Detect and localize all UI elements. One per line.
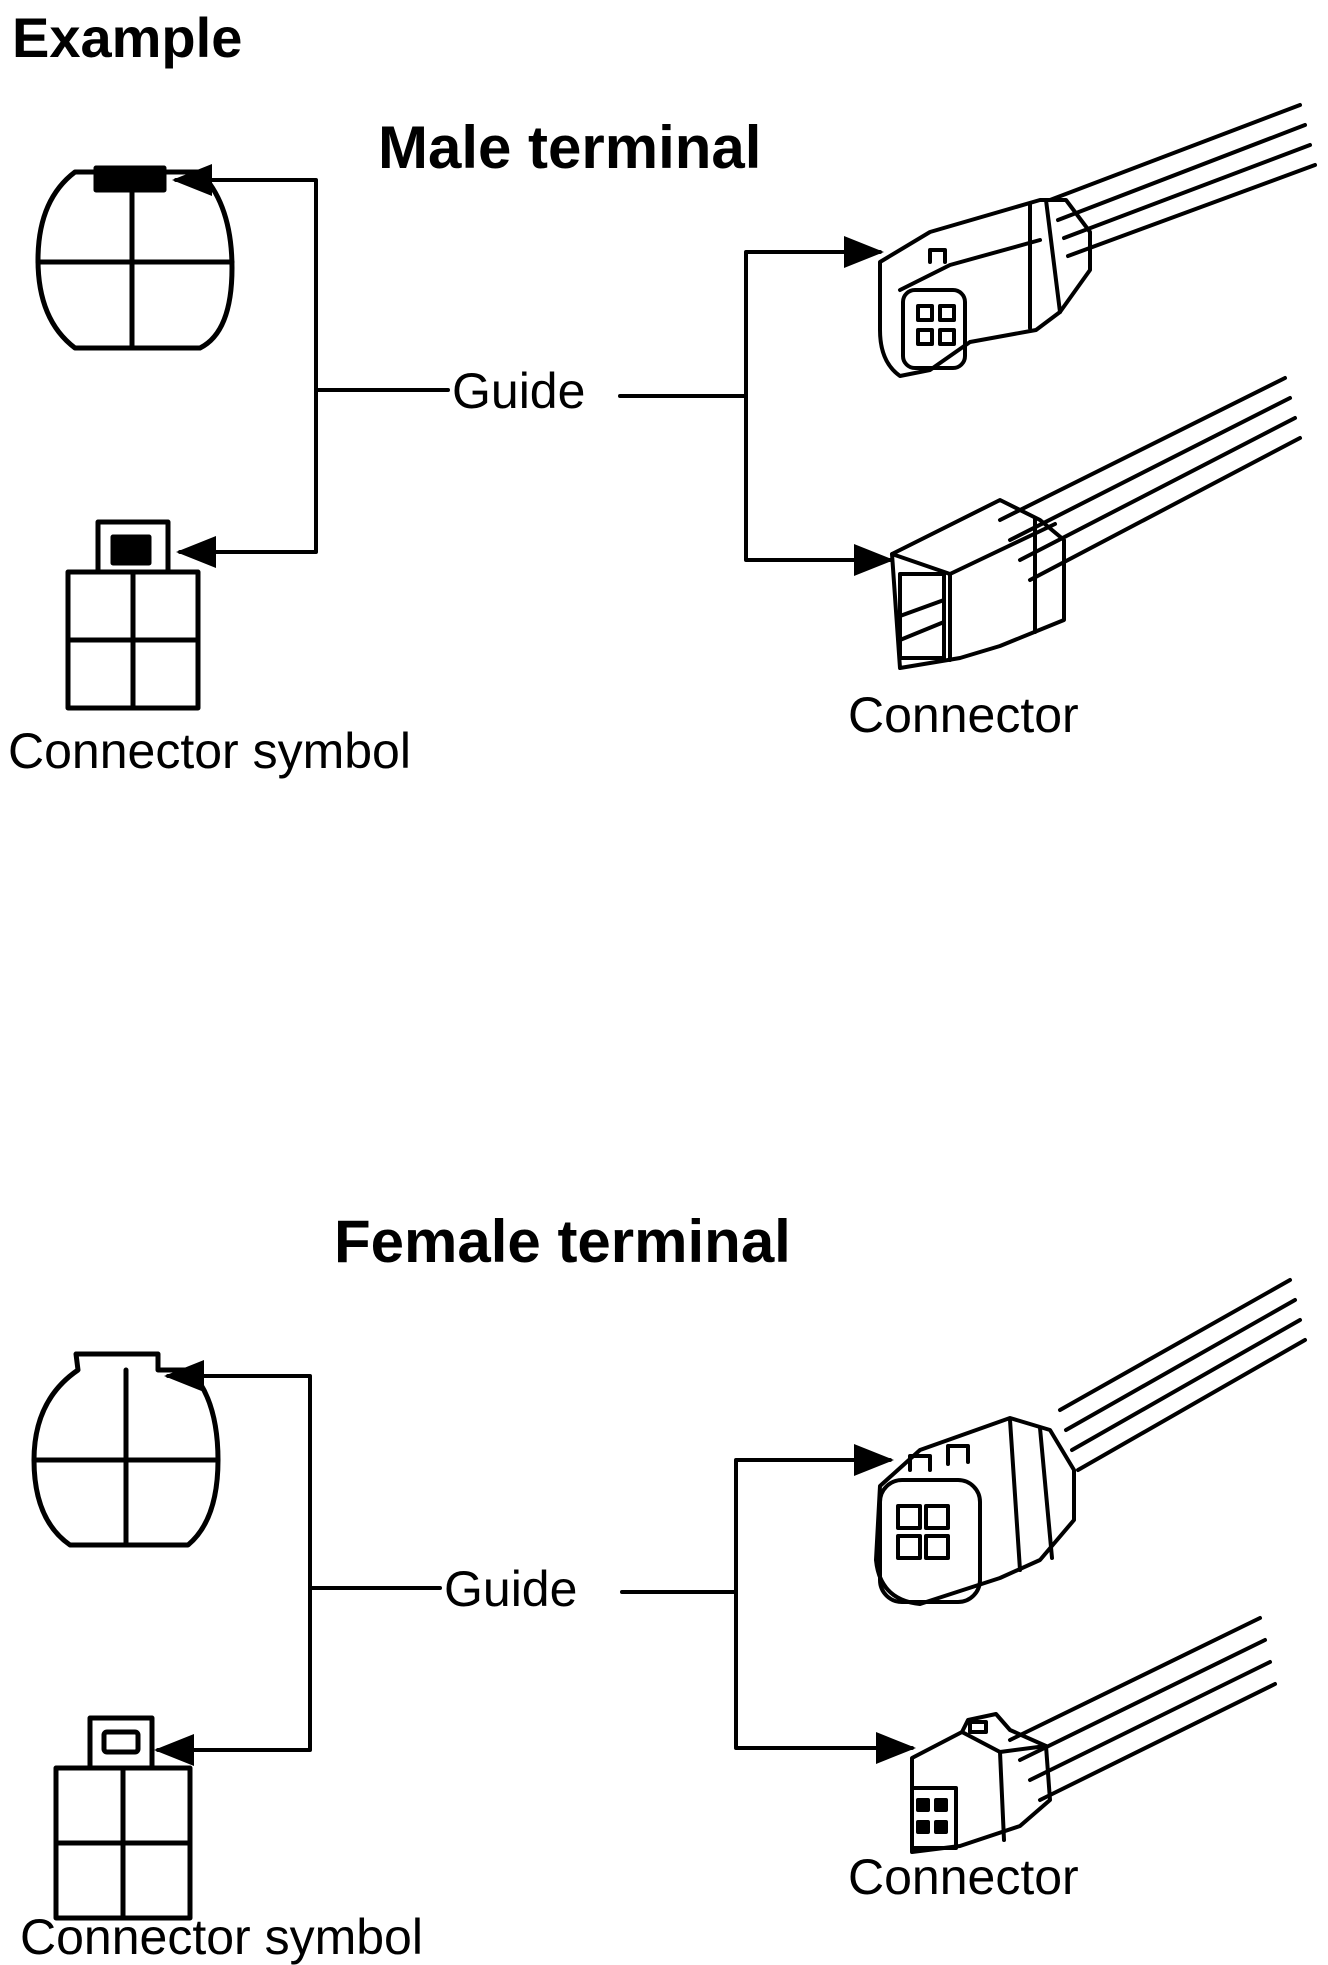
female-symbol-caption: Connector symbol [20,1909,423,1965]
female-connector-lower-illustration [910,1616,1277,1854]
male-section-heading: Male terminal [378,114,762,181]
male-connector-caption: Connector [848,687,1079,743]
male-section [35,103,1317,711]
female-guide-tab-open [101,1729,141,1755]
female-guide-label: Guide [444,1561,578,1617]
page-title: Example [12,6,243,69]
female-connector-upper-illustration [874,1278,1307,1606]
male-guide-leader-left [172,164,450,568]
female-square-connector-symbol [53,1715,193,1921]
male-round-connector-symbol [35,165,235,351]
female-connector-caption: Connector [848,1849,1079,1905]
female-round-connector-symbol [31,1351,221,1548]
female-section [31,1278,1307,1921]
male-guide-tab-filled [110,534,152,566]
male-guide-label: Guide [452,363,586,419]
male-connector-lower-illustration [890,376,1302,670]
female-guide-leader-left [154,1360,442,1766]
male-connector-upper-illustration [878,103,1317,378]
male-guide-leader-right [618,236,894,576]
male-square-connector-symbol [65,519,201,711]
male-symbol-caption: Connector symbol [8,723,411,779]
female-section-heading: Female terminal [334,1208,791,1275]
female-guide-leader-right [620,1444,916,1764]
male-guide-key-filled [93,165,167,193]
